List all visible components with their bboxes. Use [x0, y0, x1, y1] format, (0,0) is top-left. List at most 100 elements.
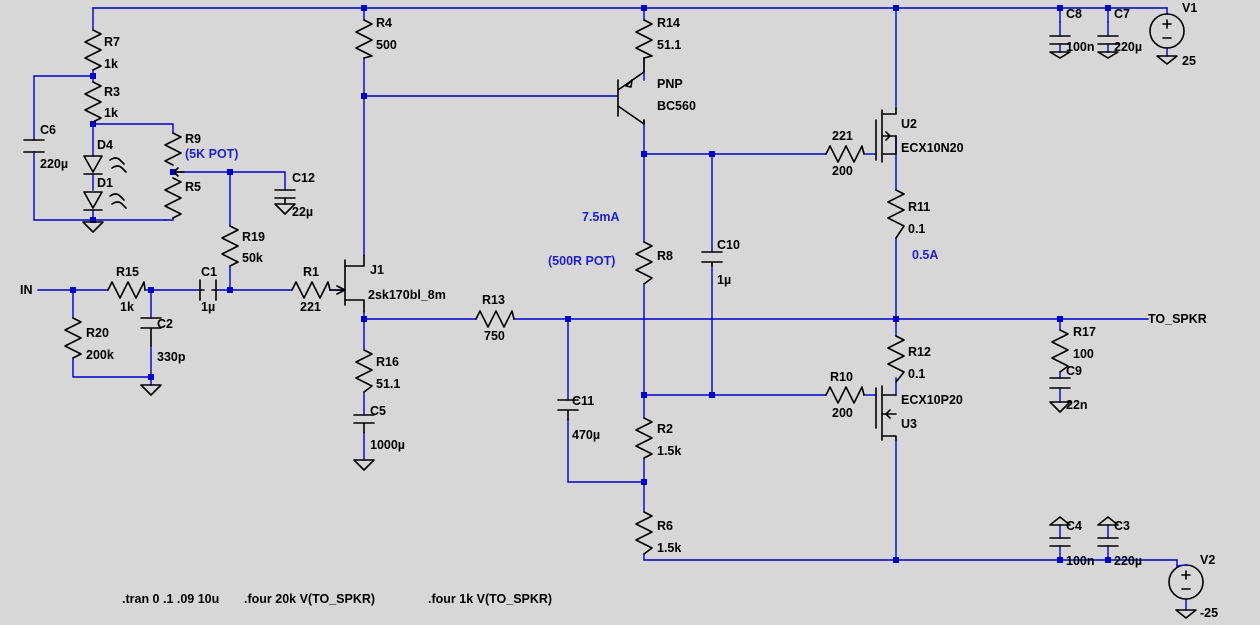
resistor-r1-symbol: [291, 281, 331, 299]
c10-ref: C10: [717, 238, 740, 252]
r1-value: 221: [300, 300, 321, 314]
r6-value: 1.5k: [657, 541, 681, 555]
c1-ref: C1: [201, 265, 217, 279]
c5-ref: C5: [370, 404, 386, 418]
r6-ref: R6: [657, 519, 673, 533]
capacitor-c6-symbol: [23, 139, 45, 153]
r15-value: 1k: [120, 300, 134, 314]
resistor-r7-symbol: [84, 29, 102, 71]
resistor-r10-symbol: [825, 386, 865, 404]
u3-ref: U3: [901, 417, 917, 431]
capacitor-c2-symbol: [140, 317, 162, 347]
u2-ref: U2: [901, 117, 917, 131]
c12-value: 22µ: [292, 205, 313, 219]
input-net-label: IN: [20, 283, 33, 297]
q1-type: PNP: [657, 77, 683, 91]
ground-icon: [1049, 516, 1071, 526]
ground-icon: [1097, 51, 1119, 59]
potentiometer-wiper-arrow: [173, 167, 185, 177]
q1-value: BC560: [657, 99, 696, 113]
capacitor-c9-symbol: [1049, 377, 1071, 389]
c7-ref: C7: [1114, 7, 1130, 21]
ground-icon: [1156, 55, 1178, 65]
output-net-label: TO_SPKR: [1148, 312, 1207, 326]
r2-value: 1.5k: [657, 444, 681, 458]
nmos-u2-symbol: [875, 107, 897, 163]
j1-value: 2sk170bl_8m: [368, 288, 446, 302]
r9-value: (5K POT): [185, 147, 238, 161]
v1-ref: V1: [1182, 1, 1197, 15]
junction-dots: [70, 5, 1111, 563]
capacitor-c1-symbol: [199, 279, 217, 301]
c8-ref: C8: [1066, 7, 1082, 21]
r20-ref: R20: [86, 326, 109, 340]
voltage-source-v1-symbol: [1149, 13, 1185, 49]
ground-icon: [82, 221, 104, 233]
c11-value: 470µ: [572, 428, 600, 442]
capacitor-c5-symbol: [353, 414, 375, 434]
c8-value: 100n: [1066, 40, 1095, 54]
v2-ref: V2: [1200, 553, 1215, 567]
r20-value: 200k: [86, 348, 114, 362]
r1-ref: R1: [303, 265, 319, 279]
resistor-r15-symbol: [107, 281, 146, 299]
jfet-j1-symbol: [329, 254, 365, 313]
led-d4-symbol: [83, 155, 127, 175]
d4-ref: D4: [97, 138, 113, 152]
capacitor-c11-symbol: [557, 399, 579, 421]
ground-icon: [353, 459, 375, 471]
r9-ref: R9: [185, 132, 201, 146]
ground-icon: [140, 384, 162, 396]
component-labels: R7 1k R3 1k C6 220µ D4 D1 R9 (5K POT) R5…: [20, 1, 1218, 620]
directive-tran: .tran 0 .1 .09 10u: [122, 592, 219, 606]
v2-value: -25: [1200, 606, 1218, 620]
capacitor-c7-symbol: [1097, 35, 1119, 45]
c5-value: 1000µ: [370, 438, 405, 452]
r7-ref: R7: [104, 35, 120, 49]
r11-value: 0.1: [908, 222, 925, 236]
pnp-q1-symbol: [617, 57, 645, 125]
r15-ref: R15: [116, 265, 139, 279]
resistor-r12-symbol: [887, 335, 905, 383]
transistors: [329, 57, 897, 441]
voltage-sources: [1149, 13, 1204, 600]
r4-ref: R4: [376, 16, 392, 30]
c3-value: 220µ: [1114, 554, 1142, 568]
resistors: [64, 19, 1069, 555]
c2-ref: C2: [157, 317, 173, 331]
resistor-r6-symbol: [635, 511, 653, 555]
resistor-r16-symbol: [355, 349, 373, 393]
output-current-annotation: 0.5A: [912, 248, 938, 262]
d1-ref: D1: [97, 176, 113, 190]
ground-icon: [1175, 609, 1197, 619]
r4-value: 500: [376, 38, 397, 52]
capacitor-c8-symbol: [1049, 35, 1071, 45]
c9-value: 22n: [1066, 398, 1088, 412]
r3-ref: R3: [104, 85, 120, 99]
ground-symbols: [82, 51, 1197, 619]
resistor-221-symbol: [825, 145, 865, 163]
r10-ref: R10: [830, 370, 853, 384]
ground-icon: [1049, 51, 1071, 59]
led-d1-symbol: [83, 191, 127, 211]
r12-ref: R12: [908, 345, 931, 359]
diodes: [83, 155, 127, 211]
r11-ref: R11: [908, 200, 930, 214]
c4-ref: C4: [1066, 519, 1082, 533]
resistors-horizontal: [107, 145, 865, 404]
resistor-r14-symbol: [635, 19, 653, 59]
ground-icon: [1097, 516, 1119, 526]
r12-value: 0.1: [908, 367, 925, 381]
c1-value: 1µ: [201, 300, 215, 314]
resistor-r19-symbol: [221, 225, 239, 267]
capacitor-c3-symbol: [1097, 537, 1119, 547]
c7-value: 220µ: [1114, 40, 1142, 54]
r8-value: (500R POT): [548, 254, 615, 268]
voltage-source-v2-symbol: [1168, 564, 1204, 600]
r16-value: 51.1: [376, 377, 400, 391]
c11-ref: C11: [572, 394, 594, 408]
resistor-r20-symbol: [64, 317, 82, 359]
r5-ref: R5: [185, 180, 201, 194]
r7-value: 1k: [104, 57, 118, 71]
